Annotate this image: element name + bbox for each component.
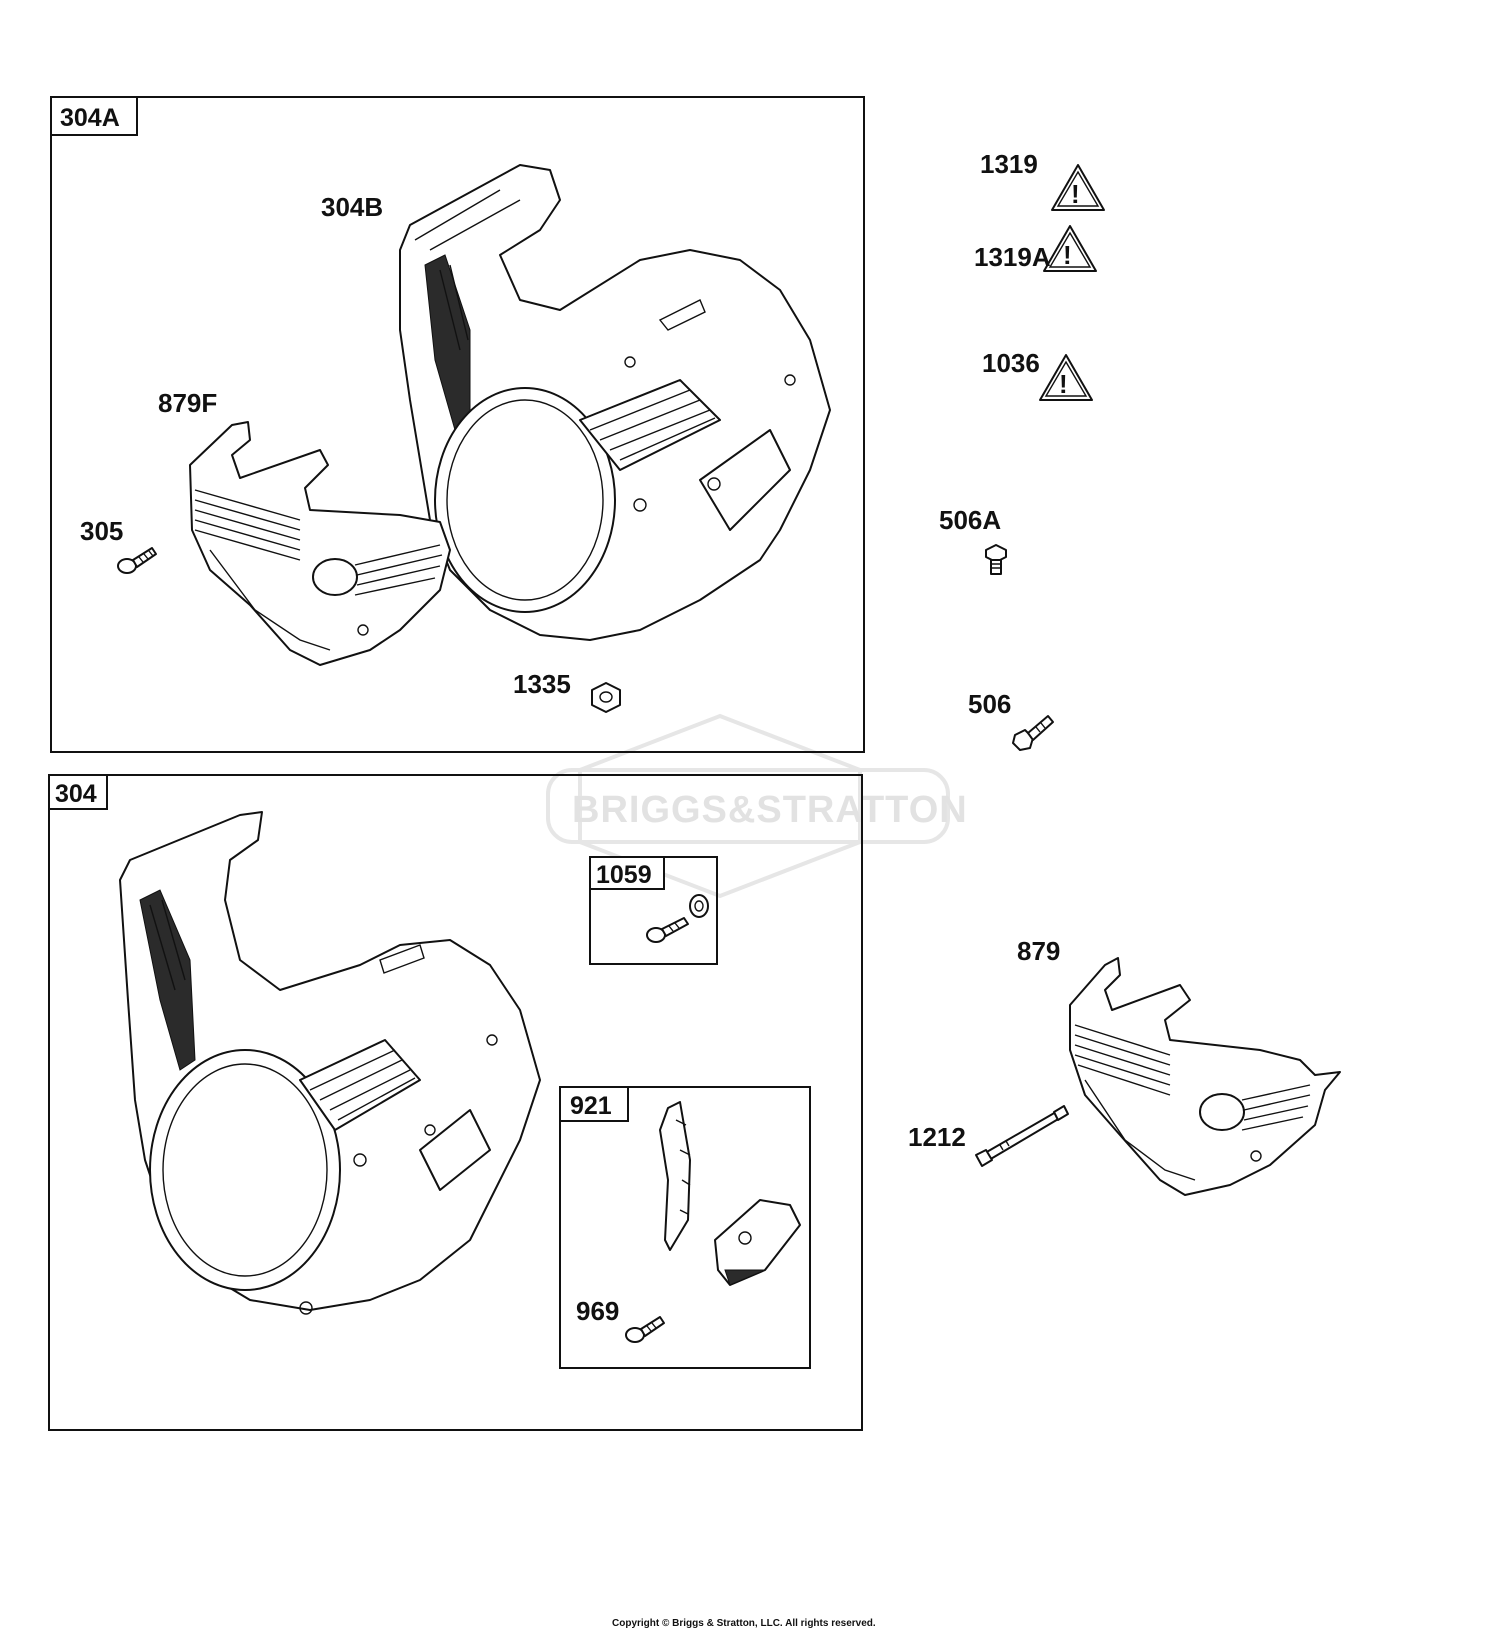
group-1059-tag [589,856,665,890]
label-1059[interactable]: 1059 [596,861,652,889]
group-304-tag [48,774,108,810]
bolt-506[interactable] [1012,715,1054,751]
warning-decal-1319[interactable]: ! [1051,164,1105,211]
guard-921[interactable] [659,1101,801,1286]
callout-1036[interactable]: 1036 [982,348,1040,378]
warning-decal-1319A[interactable]: ! [1043,225,1097,272]
nut-1335[interactable] [591,682,621,713]
screw-305[interactable] [117,547,157,574]
bolt-506A[interactable] [985,544,1007,575]
exclamation-icon: ! [1071,179,1080,209]
washer-1059[interactable] [689,894,709,918]
label-304[interactable]: 304 [55,780,97,808]
copyright-notice: Copyright © Briggs & Stratton, LLC. All … [612,1618,876,1629]
callout-1335[interactable]: 1335 [513,669,571,699]
briggs-stratton-watermark: BRIGGS&STRATTON [546,713,968,899]
group-921-tag [559,1086,629,1122]
callout-1319[interactable]: 1319 [980,149,1038,179]
group-1059: 1059 [589,856,718,965]
group-304A-frame [50,96,865,753]
callout-1212[interactable]: 1212 [908,1122,966,1152]
exclamation-icon: ! [1063,240,1072,270]
callout-1319A[interactable]: 1319A [974,242,1051,272]
callout-879F[interactable]: 879F [158,388,217,418]
shroud-879[interactable] [1069,957,1341,1196]
watermark-text: BRIGGS&STRATTON [572,789,968,831]
stud-1212[interactable] [975,1105,1069,1167]
label-921[interactable]: 921 [570,1092,612,1120]
blower-housing-304B[interactable] [399,164,831,641]
group-304-frame [48,774,863,1431]
callout-969[interactable]: 969 [576,1296,619,1326]
callout-304B[interactable]: 304B [321,192,383,222]
screw-1059[interactable] [646,917,689,943]
shroud-879F[interactable] [189,421,451,666]
screw-969[interactable] [625,1316,665,1343]
callout-506A[interactable]: 506A [939,505,1001,535]
group-304: 304 1059 [48,774,863,1431]
blower-housing-304[interactable] [119,811,541,1315]
group-921: 921 969 [559,1086,811,1369]
group-304A: 304A 304B 879F [50,96,865,753]
warning-decal-1036[interactable]: ! [1039,354,1093,401]
callout-879[interactable]: 879 [1017,936,1060,966]
group-304A-tag [50,96,138,136]
exclamation-icon: ! [1059,369,1068,399]
callout-305[interactable]: 305 [80,516,123,546]
group-921-frame [559,1086,811,1369]
callout-506[interactable]: 506 [968,689,1011,719]
label-304A[interactable]: 304A [60,104,120,132]
